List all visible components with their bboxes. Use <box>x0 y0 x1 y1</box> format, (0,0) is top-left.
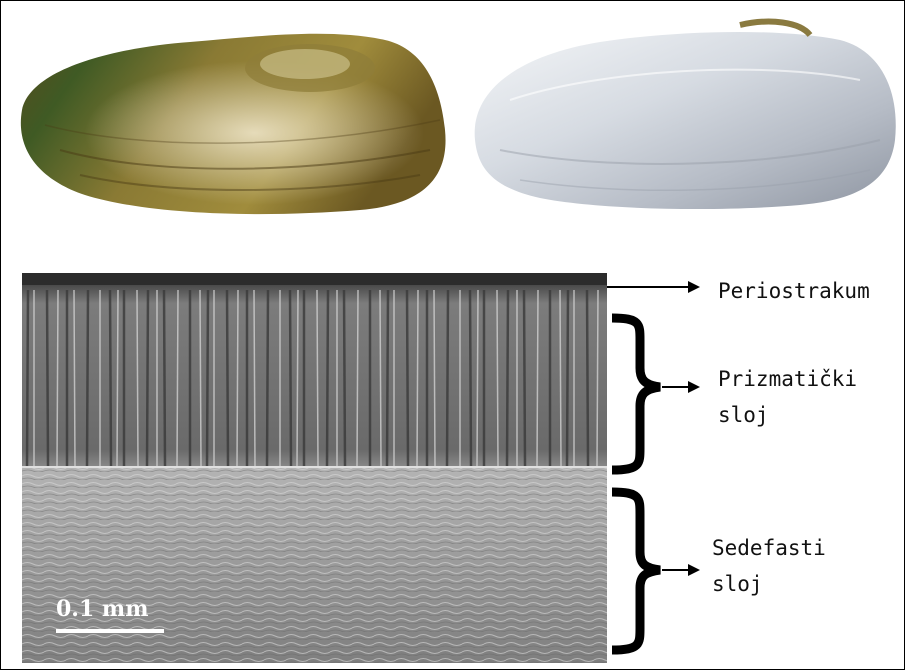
scale-bar-label: 0.1 mm <box>56 596 149 622</box>
prizmaticki-brace <box>612 318 660 470</box>
sedefasti-label-line2: sloj <box>712 569 763 599</box>
periostrakum-label: Periostrakum <box>718 276 870 306</box>
periostracum-layer <box>22 273 607 285</box>
prizmaticki-label-line2: sloj <box>718 400 769 430</box>
annotations <box>607 281 700 650</box>
prizmaticki-label-line1: Prizmatički <box>718 364 857 394</box>
outer-shell-image <box>21 34 446 214</box>
sedefasti-brace <box>612 492 660 650</box>
inner-shell-image <box>475 22 896 209</box>
sedefasti-label-line1: Sedefasti <box>712 533 826 563</box>
